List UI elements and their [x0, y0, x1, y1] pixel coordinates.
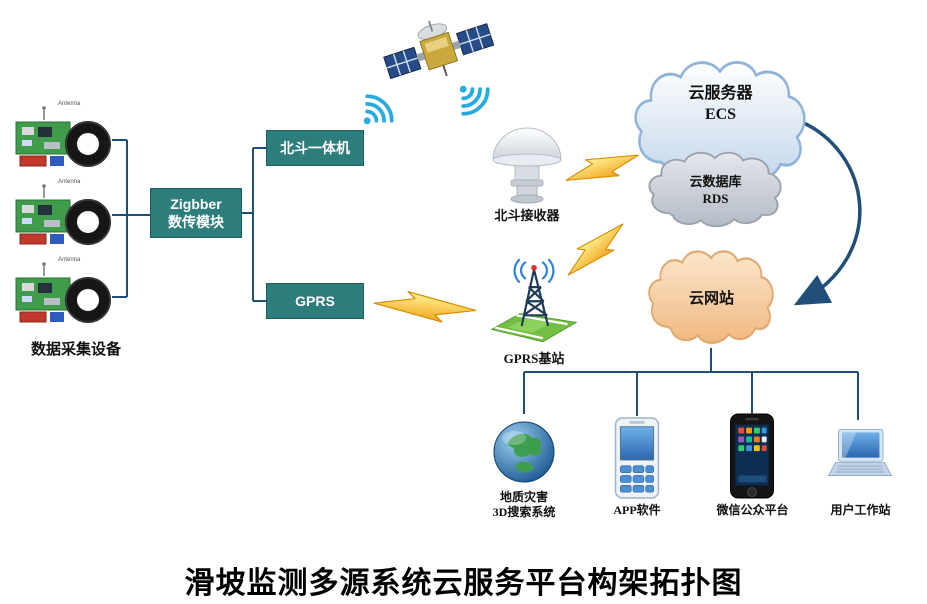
geo-search-label-line2: 3D搜索系统	[492, 505, 556, 519]
antenna-label: Antenna	[58, 257, 81, 263]
beidou-receiver-icon	[488, 118, 566, 206]
sensor-icon	[15, 184, 111, 245]
cloud-database-label-line2: RDS	[702, 190, 729, 206]
cloud-website-label: 云网站	[688, 291, 734, 307]
cloud-server-label-line1: 云服务器	[688, 85, 753, 102]
cloud-website-shape	[648, 250, 774, 344]
beidou-receiver-label: 北斗接收器	[494, 208, 560, 223]
lightning-bolt-receiver-to-cloud	[559, 140, 644, 193]
app-software-label: APP软件	[613, 503, 661, 517]
zigbee-label-line1: Zigbber	[170, 195, 222, 212]
cloud-database-label-line1: 云数据库	[689, 174, 742, 189]
lightning-bolt-station-to-cloud	[556, 212, 634, 286]
workstation-laptop-icon	[824, 420, 896, 488]
cloud-server-label: 云服务器 ECS	[648, 84, 793, 126]
globe-3d-search-icon	[492, 420, 556, 484]
cloud-database-label: 云数据库 RDS	[648, 174, 783, 208]
sensor-device-1: Antenna	[14, 101, 114, 176]
wifi-signal-icon-right	[454, 80, 500, 126]
zigbee-module-box: Zigbber 数传模块	[150, 188, 242, 238]
beidou-unit-box: 北斗一体机	[266, 130, 364, 166]
antenna-label: Antenna	[58, 101, 81, 107]
workstation-label: 用户工作站	[830, 503, 891, 517]
antenna-label: Antenna	[58, 179, 81, 185]
cloud-server-label-line2: ECS	[704, 105, 737, 123]
diagram-title: 滑坡监测多源系统云服务平台构架拓扑图	[184, 567, 743, 600]
cloud-database-rds-shape	[648, 151, 782, 228]
wechat-phone-icon	[728, 413, 776, 499]
wifi-signal-icon-left	[358, 84, 404, 130]
lightning-bolt-gprs-to-station	[371, 285, 479, 326]
geo-search-label-line1: 地质灾害	[499, 490, 548, 504]
sensor-icon	[15, 106, 111, 167]
geo-search-label: 地质灾害 3D搜索系统	[468, 490, 580, 520]
beidou-unit-label: 北斗一体机	[280, 139, 350, 156]
zigbee-label-line2: 数传模块	[168, 214, 224, 230]
sensor-device-2: Antenna	[14, 179, 114, 254]
gprs-label: GPRS	[295, 292, 335, 309]
data-acquisition-label: 数据采集设备	[30, 342, 121, 358]
satellite-icon	[373, 0, 505, 109]
gprs-box: GPRS	[266, 283, 364, 319]
gprs-station-icon	[490, 258, 578, 348]
wechat-platform-label: 微信公众平台	[716, 503, 789, 517]
app-phone-icon	[612, 417, 662, 499]
sensor-device-3: Antenna	[14, 257, 114, 332]
sensor-icon	[15, 262, 111, 323]
gprs-station-label: GPRS基站	[503, 351, 565, 366]
